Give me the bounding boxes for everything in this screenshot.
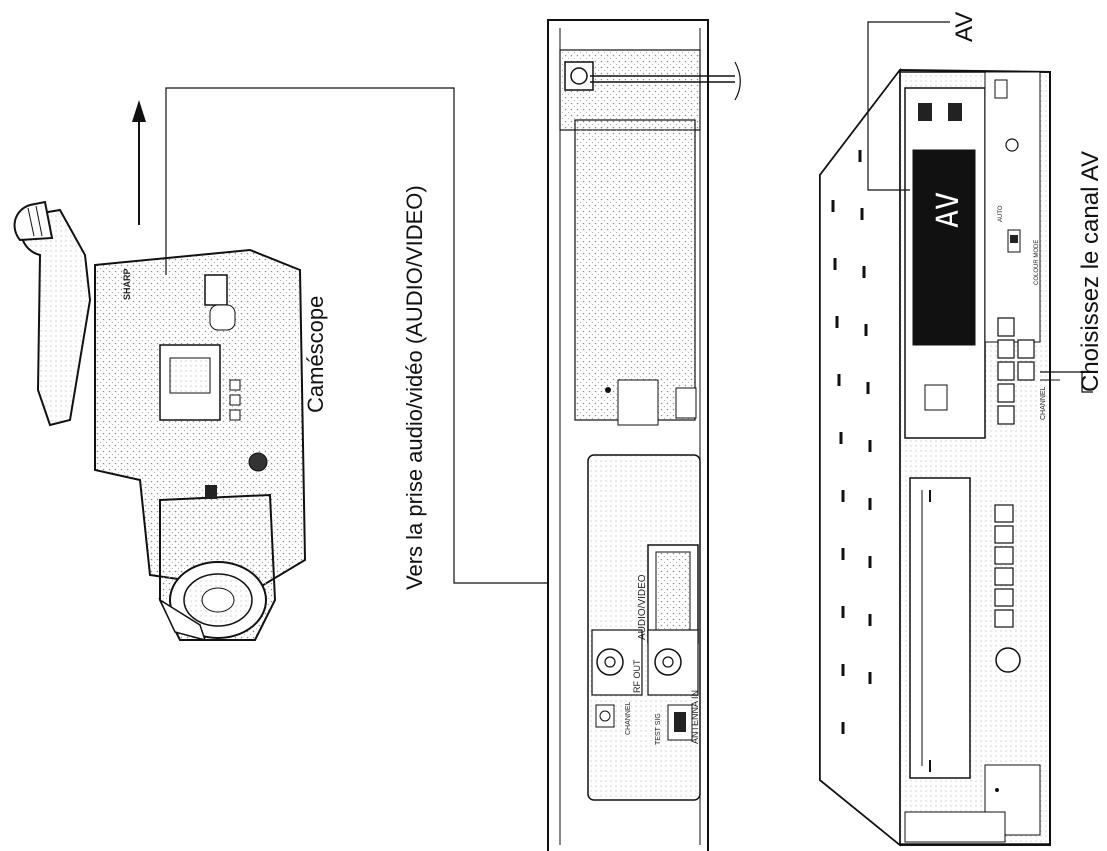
rear-label-audio-video: AUDIO/VIDEO bbox=[637, 574, 648, 640]
vcr-front-unit: AV CHANNEL COLOUR MODE AUTO bbox=[819, 67, 1051, 847]
label-camcorder: Caméscope bbox=[303, 295, 328, 413]
choose-channel-leader-line bbox=[1040, 371, 1093, 393]
rear-label-antenna-in: ANTENNA IN bbox=[690, 690, 700, 744]
front-label-colour-mode: COLOUR MODE bbox=[1034, 240, 1040, 285]
camcorder-brand: SHARP bbox=[122, 268, 132, 300]
av-leader-line bbox=[867, 21, 950, 191]
front-label-auto: AUTO bbox=[998, 205, 1004, 222]
label-av: AV bbox=[951, 11, 978, 42]
rear-label-test-sig: TEST SIG bbox=[655, 713, 662, 745]
camcorder-illustration: SHARP bbox=[13, 200, 307, 642]
rear-label-channel: CHANNEL bbox=[625, 701, 632, 735]
front-label-channel: CHANNEL bbox=[1040, 386, 1047, 420]
vcr-rear-panel: AUDIO/VIDEO RF OUT ANTENNA IN CHANNEL TE… bbox=[547, 19, 741, 851]
label-choose-av-channel: Choisissez le canal AV bbox=[1077, 150, 1104, 392]
direction-arrow bbox=[132, 100, 146, 225]
vcr-display-readout: AV bbox=[931, 192, 966, 228]
rear-label-rf-out: RF OUT bbox=[632, 659, 642, 693]
av-cable-line bbox=[165, 87, 630, 584]
label-to-av-jack: Vers la prise audio/vidéo (AUDIO/VIDEO) bbox=[402, 185, 427, 590]
